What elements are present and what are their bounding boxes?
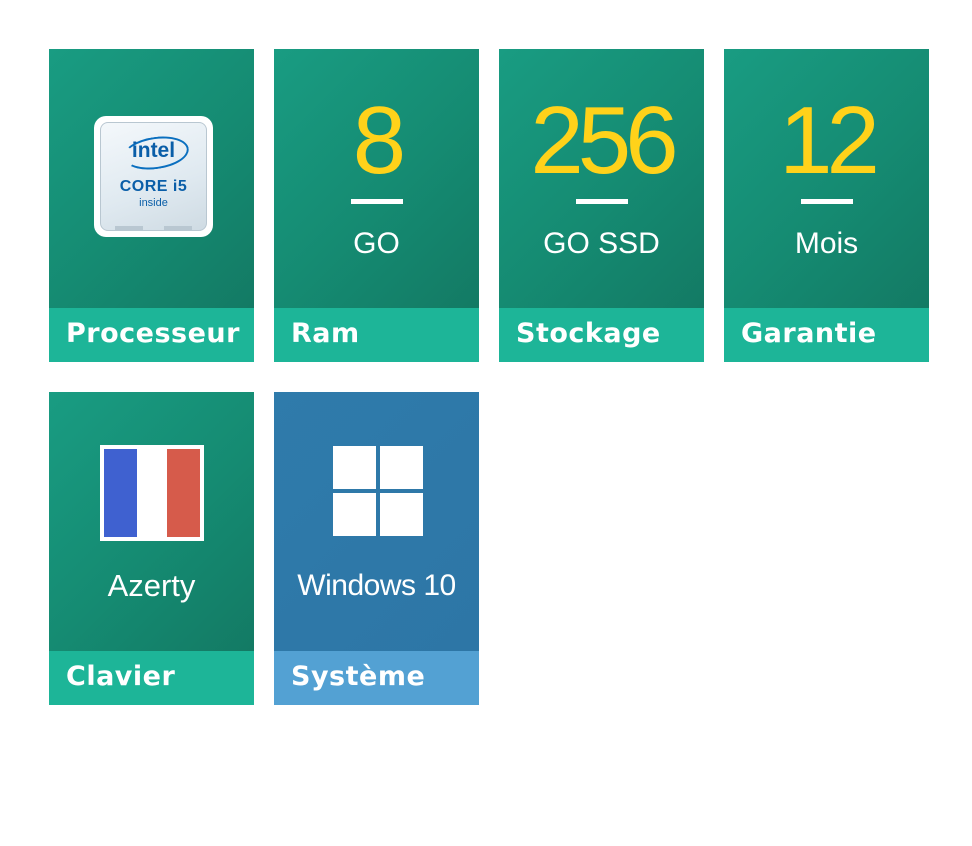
storage-tile-body: 256 GO SSD xyxy=(499,49,704,308)
windows-pane-bottom-left xyxy=(333,493,376,536)
windows-pane-top-left xyxy=(333,446,376,489)
warranty-footer: Garantie xyxy=(724,308,929,362)
intel-tagline-text: inside xyxy=(139,197,168,209)
ram-divider xyxy=(351,199,403,204)
warranty-value: 12 xyxy=(779,87,880,194)
keyboard-footer: Clavier xyxy=(49,651,254,705)
windows-logo-icon xyxy=(333,446,423,536)
keyboard-label: Clavier xyxy=(66,661,176,692)
intel-badge-notch-right xyxy=(164,226,192,231)
warranty-divider xyxy=(801,199,853,204)
intel-brand-text: intel xyxy=(131,139,176,162)
ram-footer: Ram xyxy=(274,308,479,362)
ram-label: Ram xyxy=(291,318,360,349)
storage-label: Stockage xyxy=(516,318,661,349)
keyboard-layout-text: Azerty xyxy=(107,568,196,603)
system-tile-body: Windows 10 xyxy=(274,392,479,651)
ram-tile-body: 8 GO xyxy=(274,49,479,308)
windows-pane-bottom-right xyxy=(380,493,423,536)
system-tile: Windows 10 Système xyxy=(274,392,479,705)
processor-footer: Processeur xyxy=(49,308,254,362)
storage-footer: Stockage xyxy=(499,308,704,362)
keyboard-tile: Azerty Clavier xyxy=(49,392,254,705)
warranty-label: Garantie xyxy=(741,318,877,349)
warranty-unit: Mois xyxy=(794,227,859,260)
ram-value: 8 xyxy=(352,87,406,194)
warranty-tile-body: 12 Mois xyxy=(724,49,929,308)
storage-value: 256 xyxy=(530,87,678,194)
storage-unit: GO SSD xyxy=(543,227,660,260)
intel-badge-notch-left xyxy=(115,226,143,231)
french-flag-icon xyxy=(100,445,204,541)
flag-white-stripe xyxy=(137,449,170,537)
os-name-text: Windows 10 xyxy=(297,569,456,602)
system-footer: Système xyxy=(274,651,479,705)
storage-tile: 256 GO SSD Stockage xyxy=(499,49,704,362)
storage-divider xyxy=(576,199,628,204)
intel-badge-face: intel CORE i5 inside xyxy=(100,122,207,231)
processor-label: Processeur xyxy=(66,318,240,349)
ram-unit: GO xyxy=(353,227,400,260)
intel-model-text: CORE i5 xyxy=(119,178,188,195)
warranty-tile: 12 Mois Garantie xyxy=(724,49,929,362)
keyboard-tile-body: Azerty xyxy=(49,392,254,651)
intel-core-i5-badge-icon: intel CORE i5 inside xyxy=(94,116,213,237)
processor-tile-body: intel CORE i5 inside xyxy=(49,49,254,308)
flag-red-stripe xyxy=(167,449,200,537)
processor-tile: intel CORE i5 inside Processeur xyxy=(49,49,254,362)
ram-tile: 8 GO Ram xyxy=(274,49,479,362)
system-label: Système xyxy=(291,661,426,692)
windows-pane-top-right xyxy=(380,446,423,489)
flag-blue-stripe xyxy=(104,449,137,537)
